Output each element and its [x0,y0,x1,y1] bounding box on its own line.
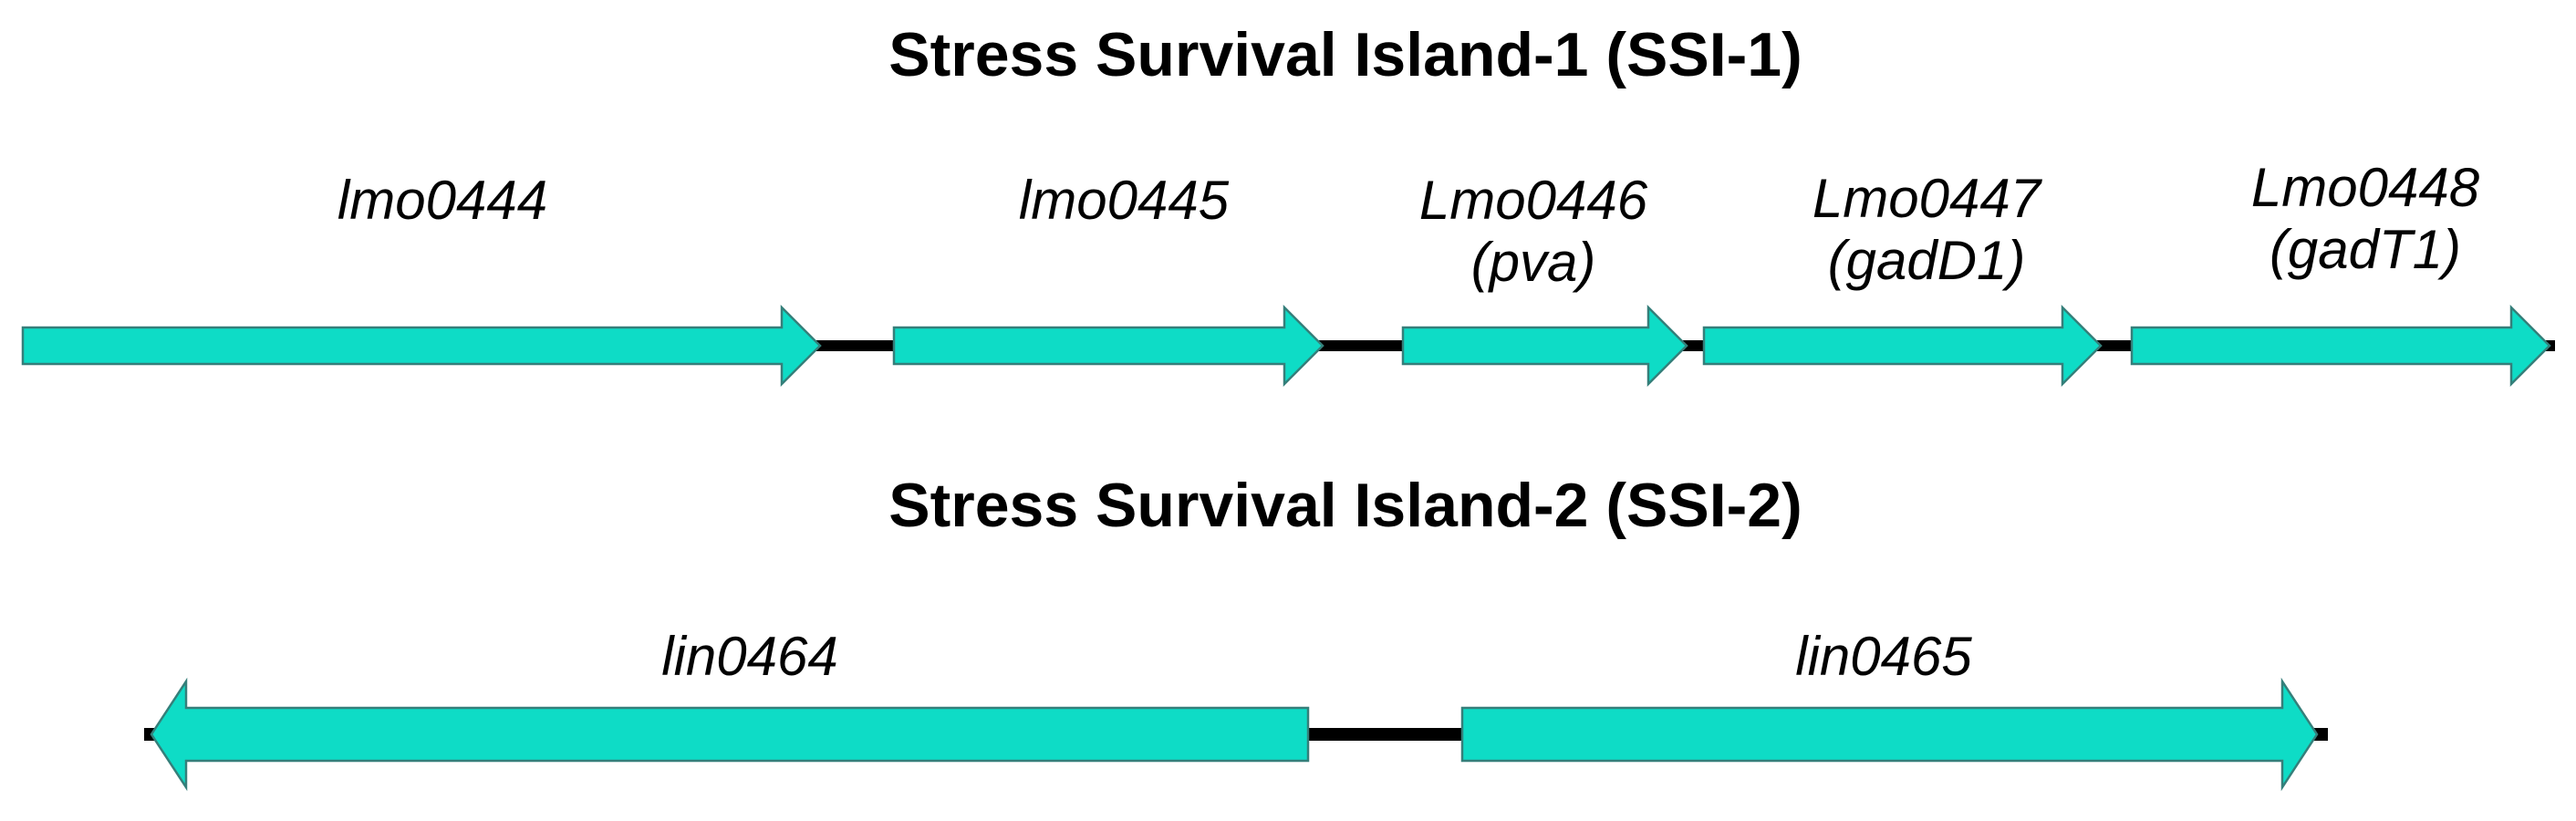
gene-alias: (pva) [1470,232,1596,293]
gene-label-lmo0446: Lmo0446 (pva) [1419,170,1647,294]
gene-label-lmo0444: lmo0444 [337,170,548,231]
gene-arrow-lmo0444 [21,304,822,388]
gene-arrow-lmo0445 [892,304,1324,388]
gene-label-lmo0447: Lmo0447 (gadD1) [1813,168,2041,292]
gene-arrow-lmo0446-pva [1401,304,1688,388]
ssi1-title: Stress Survival Island-1 (SSI-1) [888,20,1802,89]
gene-name: Lmo0446 [1418,170,1648,231]
gene-arrow-lin0465 [1460,677,2319,792]
gene-alias: (gadD1) [1827,230,2026,291]
gene-arrow-lmo0448-gadT1 [2130,304,2551,388]
ssi2-title: Stress Survival Island-2 (SSI-2) [888,471,1802,540]
gene-name: Lmo0448 [2250,157,2480,218]
gene-label-lin0465: lin0465 [1795,626,1972,687]
gene-label-lmo0445: lmo0445 [1018,170,1230,231]
gene-alias: (gadT1) [2269,219,2462,280]
gene-name: Lmo0447 [1812,168,2041,229]
gene-arrow-lmo0447-gadD1 [1702,304,2103,388]
gene-label-lin0464: lin0464 [661,626,838,687]
gene-label-lmo0448: Lmo0448 (gadT1) [2251,157,2479,281]
gene-arrow-lin0464 [150,677,1310,792]
